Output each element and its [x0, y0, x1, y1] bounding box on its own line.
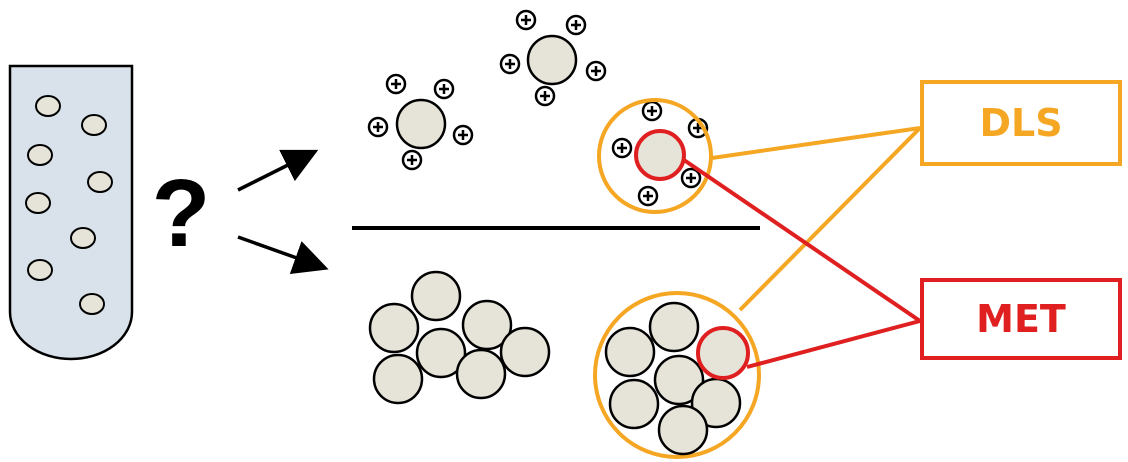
- plus-charge-icon: [433, 78, 455, 100]
- zoom-aggregate: [593, 291, 761, 459]
- connector-lines: [682, 126, 922, 369]
- plus-charge-icon: [452, 124, 474, 146]
- tube-particle: [35, 95, 61, 117]
- met-box: MET: [920, 278, 1122, 360]
- plus-charge-icon: [499, 53, 521, 75]
- plus-charge-icon: [680, 167, 702, 189]
- test-tube: [8, 64, 134, 361]
- plus-charge-icon: [585, 60, 607, 82]
- plus-charge-icon: [534, 85, 556, 107]
- charge-icons: [367, 9, 709, 207]
- plus-charge-icon: [565, 14, 587, 36]
- plus-charge-icon: [641, 100, 663, 122]
- aggregate-particle: [455, 348, 507, 400]
- aggregate-particle: [415, 327, 467, 379]
- plus-charge-icon: [401, 149, 423, 171]
- tube-particle: [70, 227, 96, 249]
- plus-charge-icon: [385, 73, 407, 95]
- tube-particle: [27, 144, 53, 166]
- dispersed-particle: [526, 34, 578, 86]
- tube-particle: [79, 293, 105, 315]
- plus-charge-icon: [637, 185, 659, 207]
- plus-charge-icon: [515, 9, 537, 31]
- tube-particle: [81, 114, 107, 136]
- aggregate-particle: [461, 299, 513, 351]
- question-mark: ?: [152, 160, 211, 267]
- dls-label: DLS: [979, 101, 1062, 145]
- plus-charge-icon: [367, 116, 389, 138]
- tube-particle: [87, 171, 113, 193]
- arrow-up: [237, 149, 319, 192]
- tube-particles: [25, 95, 113, 315]
- zoom-dispersed: [597, 98, 713, 214]
- arrow-down: [237, 235, 329, 275]
- dispersed-particle: [395, 98, 447, 150]
- dls-box: DLS: [920, 80, 1122, 166]
- aggregate-particle: [372, 353, 424, 405]
- plus-charge-icon: [611, 137, 633, 159]
- aggregate-particle: [410, 270, 462, 322]
- aggregate-particle: [368, 302, 420, 354]
- tube-particle: [27, 259, 53, 281]
- met-label: MET: [976, 297, 1066, 341]
- aggregate-particle: [499, 326, 551, 378]
- particle-aggregate: [368, 270, 551, 405]
- tube-particle: [25, 192, 51, 214]
